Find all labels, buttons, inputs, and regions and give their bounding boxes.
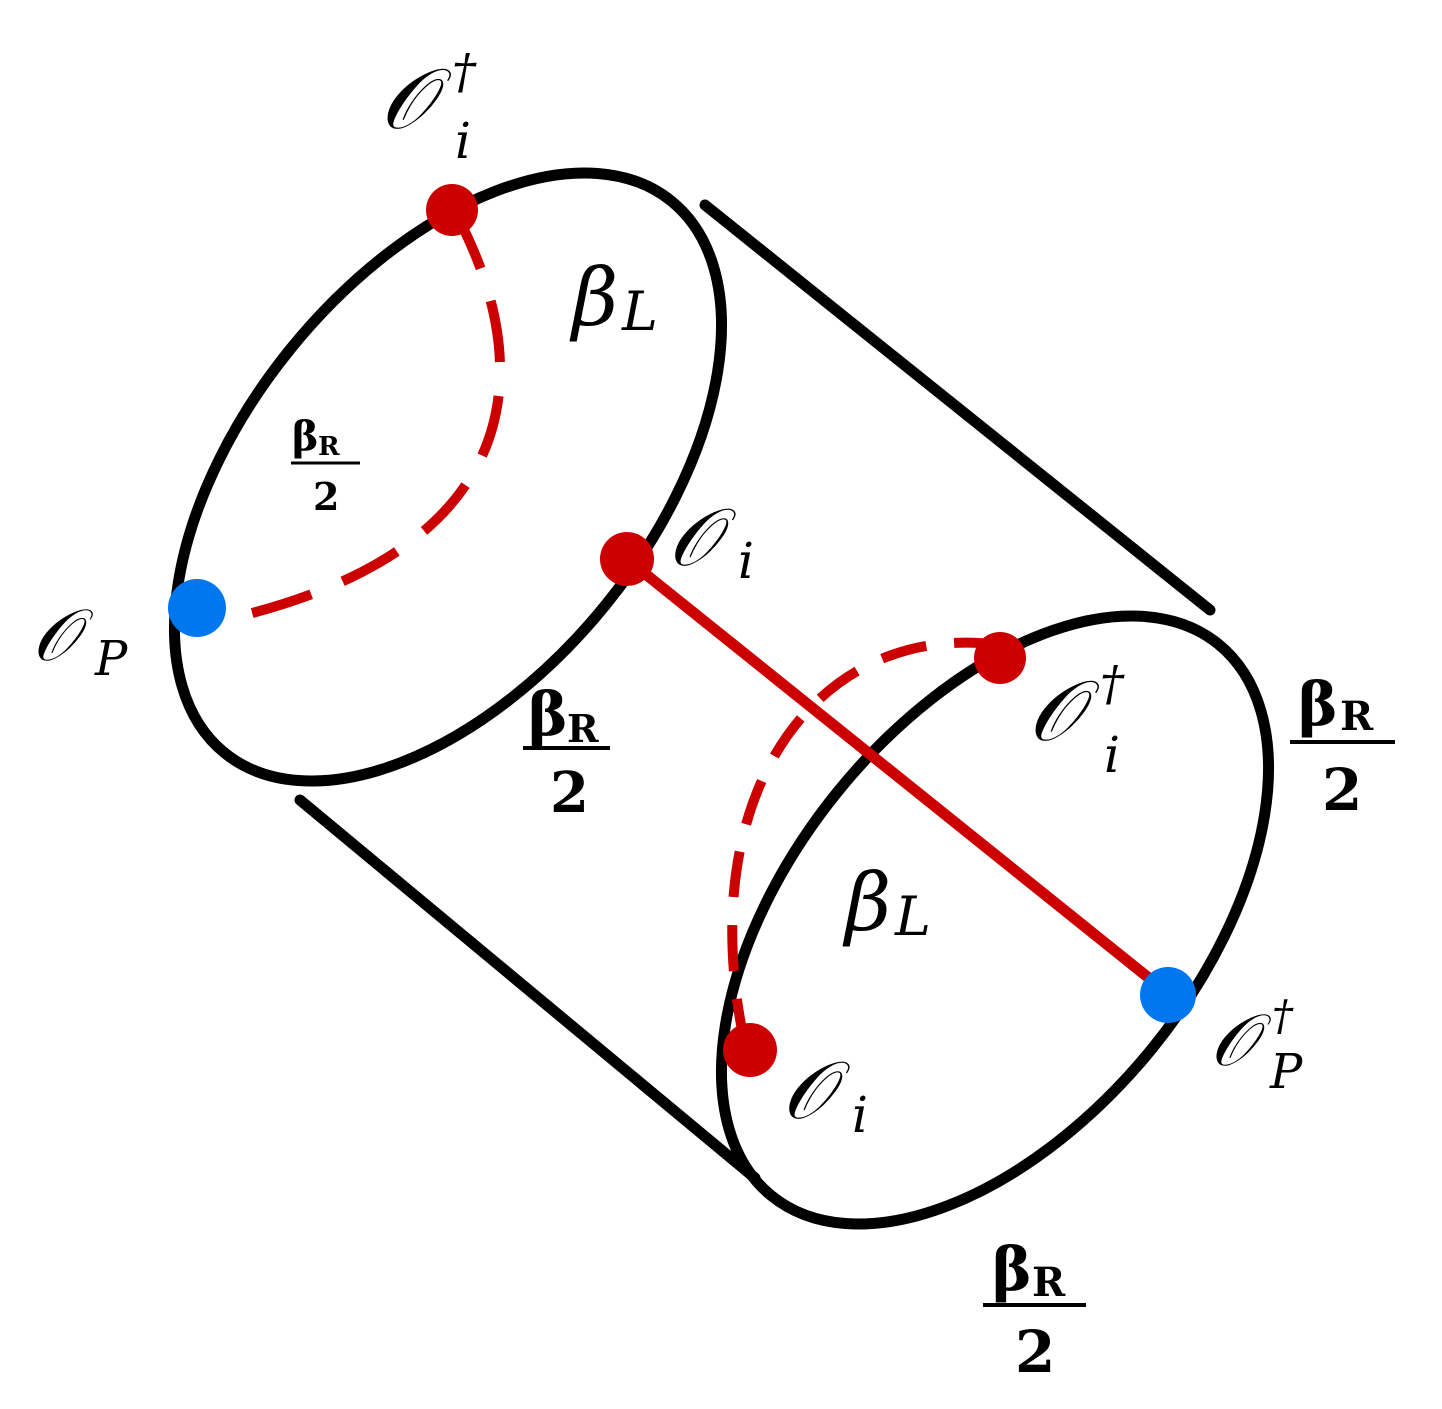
cylinder-bottom-edge xyxy=(294,794,761,1184)
label-op-dagger-right: 𝒪 xyxy=(1210,998,1272,1082)
label-frac-right-den: 2 xyxy=(1322,756,1362,824)
label-frac-bottom-num-sub: R xyxy=(1032,1259,1066,1306)
label-frac-right-num-sub: R xyxy=(1340,693,1374,740)
left-ellipse xyxy=(169,167,727,787)
label-oi-bottom: 𝒪 xyxy=(782,1044,851,1137)
label-op-dagger-right-sup: † xyxy=(1272,991,1294,1040)
label-oi-dagger-right-sup: † xyxy=(1100,656,1125,712)
label-frac-inner-den: 2 xyxy=(313,474,339,519)
label-beta-l-right: β xyxy=(842,856,891,949)
insertion-top-left xyxy=(426,184,478,236)
label-op-dagger-right-sub: P xyxy=(1269,1044,1303,1100)
label-frac-inner-num: β xyxy=(292,413,319,460)
label-op-left-sub: P xyxy=(94,631,128,687)
label-frac-middle-num-sub: R xyxy=(567,706,599,751)
right-dashed-path xyxy=(727,637,1001,1047)
label-oi-dagger-top-sub: i xyxy=(455,112,471,170)
insertion-bottom xyxy=(723,1023,777,1077)
label-oi-bottom-sub: i xyxy=(852,1086,868,1144)
label-oi-dagger-right: 𝒪 xyxy=(1028,662,1100,760)
label-beta-l-left-sub: L xyxy=(621,280,658,343)
label-beta-l-left: β xyxy=(569,251,618,344)
label-frac-inner-num-sub: R xyxy=(318,432,340,462)
label-frac-bottom-num: β xyxy=(992,1235,1032,1305)
insertion-right-top xyxy=(974,632,1026,684)
label-frac-middle-den: 2 xyxy=(550,760,589,826)
label-oi-dagger-top-sup: † xyxy=(452,44,477,100)
label-frac-right-num: β xyxy=(1298,670,1338,740)
insertion-center xyxy=(600,532,654,586)
label-oi-dagger-right-sub: i xyxy=(1104,726,1120,784)
label-op-left: 𝒪 xyxy=(32,593,94,677)
label-oi-center: 𝒪 xyxy=(668,491,737,584)
left-dashed-path xyxy=(199,209,505,630)
solid-path xyxy=(624,555,1174,1000)
right-ellipse xyxy=(716,610,1274,1230)
label-frac-middle-num: β xyxy=(528,680,568,750)
cylinder-top-edge xyxy=(699,199,1216,616)
insertion-left-blue xyxy=(168,579,226,637)
label-oi-center-sub: i xyxy=(738,532,754,590)
insertion-right-blue xyxy=(1140,967,1196,1023)
label-oi-dagger-top: 𝒪 xyxy=(380,50,452,148)
label-beta-l-right-sub: L xyxy=(894,885,931,948)
label-frac-bottom-den: 2 xyxy=(1015,1318,1055,1386)
